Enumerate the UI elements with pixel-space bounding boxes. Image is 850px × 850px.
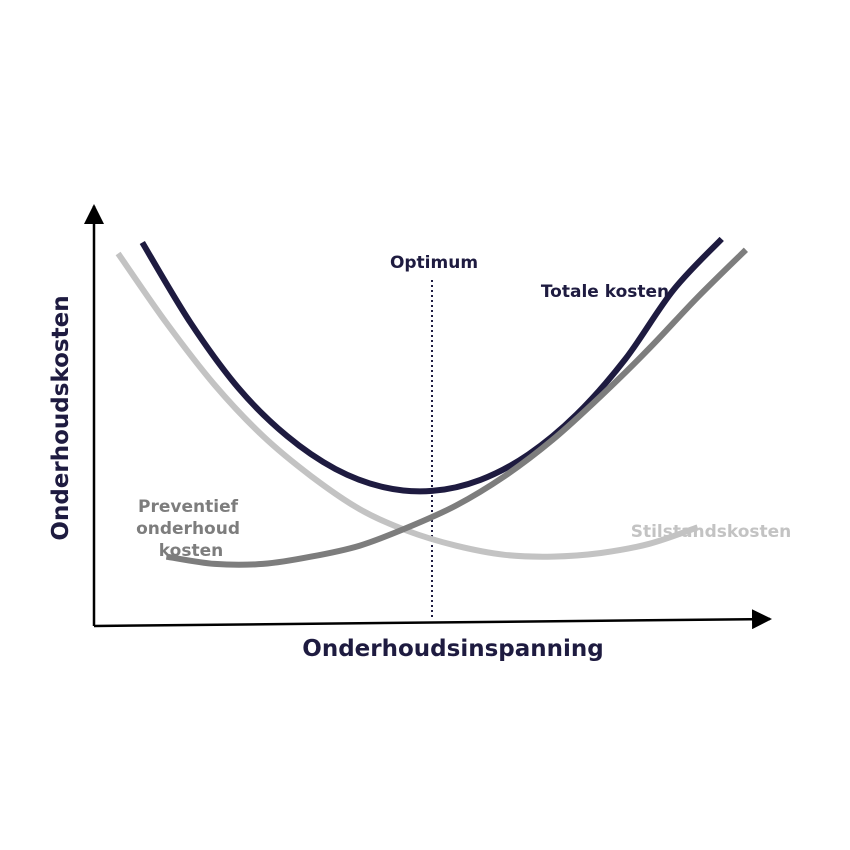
series-label-line-3: kosten: [159, 541, 223, 561]
series-label-stilstandskosten: Stilstandskosten: [631, 522, 792, 542]
x-axis: [93, 609, 772, 630]
series-label-preventief-onderhoud-kosten: Preventief onderhoud kosten: [136, 497, 246, 561]
series-label-totale-kosten: Totale kosten: [541, 282, 669, 302]
series-label-line-1: Preventief: [138, 497, 239, 517]
optimum-label: Optimum: [390, 253, 478, 273]
y-axis-label: Onderhoudskosten: [48, 295, 74, 540]
series-totale-kosten: [139, 236, 724, 495]
series-label-line-2: onderhoud: [136, 519, 240, 539]
x-axis-label: Onderhoudsinspanning: [302, 636, 603, 662]
series-preventief-onderhoud-kosten: [165, 247, 748, 568]
